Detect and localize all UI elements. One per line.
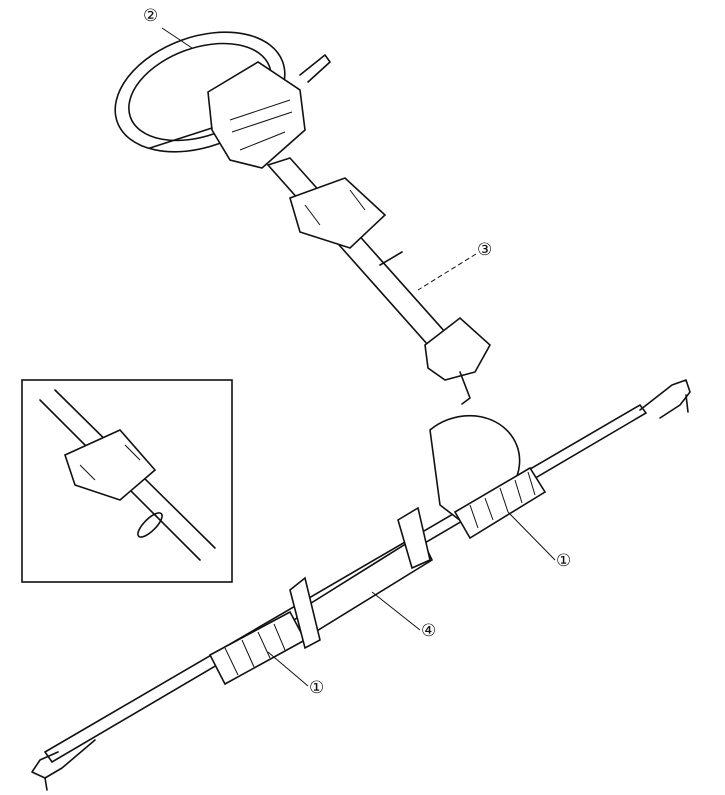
callout-steering-column: ③ [477,240,493,260]
callout-boot-left: ① [309,678,325,698]
inset-detail [21,379,233,583]
callout-boot-right: ① [556,551,572,571]
steering-column [266,157,492,405]
steering-wheel [114,31,331,169]
callout-rack: ④ [421,621,437,641]
callout-steering-wheel: ② [143,6,159,26]
steering-rack [31,379,691,791]
leader-lines [161,27,556,687]
